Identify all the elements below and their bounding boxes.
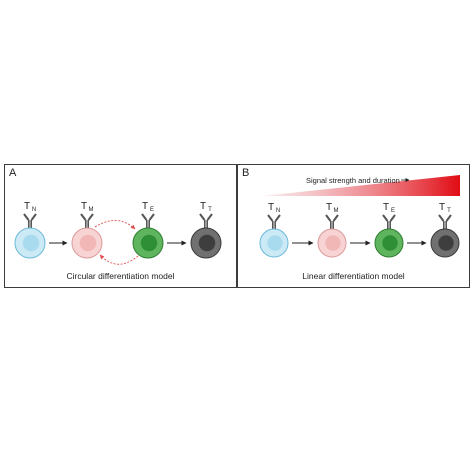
receptor-arm	[389, 214, 396, 222]
panel-b-caption: Linear differentiation model	[302, 271, 405, 281]
receptor-arm	[325, 214, 332, 222]
receptor-arm	[141, 213, 148, 221]
panel-b-cell-1-label-subscript: M	[334, 208, 339, 214]
panel-b-cell-0-label-subscript: N	[276, 208, 280, 214]
panel-a-circular-arrow-bottom	[99, 254, 139, 265]
panel-b-cell-0-label: T	[268, 202, 274, 213]
panel-b-cell-3-nucleus	[438, 235, 454, 251]
panel-a-cell-2-label-subscript: E	[150, 207, 154, 213]
panel-a-cell-0-nucleus	[22, 234, 40, 252]
receptor-arm	[438, 214, 445, 222]
panel-b: B Linear differentiation model	[237, 164, 470, 288]
panel-b-cell-1-label: T	[326, 202, 332, 213]
panel-b-cell-3-label: T	[439, 202, 445, 213]
receptor-arm	[274, 214, 281, 222]
panel-a-letter: A	[9, 167, 17, 179]
panel-a-cell-3-nucleus	[198, 234, 216, 252]
panel-a: A Circular differentiation model	[4, 164, 237, 288]
panel-a-cell-3-label-subscript: T	[208, 207, 212, 213]
receptor-arm	[199, 213, 206, 221]
panel-a-cell-3-label: T	[200, 201, 206, 212]
panel-b-cell-2-label: T	[383, 202, 389, 213]
panel-b-cell-0-nucleus	[267, 235, 283, 251]
panel-b-cell-3-label-subscript: T	[447, 208, 451, 214]
receptor-arm	[87, 213, 94, 221]
receptor-arm	[332, 214, 339, 222]
panel-a-circular-arrow-top	[94, 220, 136, 230]
receptor-arm	[148, 213, 155, 221]
receptor-arm	[382, 214, 389, 222]
panel-a-cell-1-nucleus	[79, 234, 97, 252]
panel-a-cell-2-label: T	[142, 201, 148, 212]
panel-a-cell-0-label-subscript: N	[32, 207, 36, 213]
panel-b-cell-1-nucleus	[325, 235, 341, 251]
panel-b-cell-2-label-subscript: E	[391, 208, 395, 214]
panel-a-cell-1-label: T	[81, 201, 87, 212]
panel-a-caption: Circular differentiation model	[66, 271, 175, 281]
signal-gradient-wedge	[262, 175, 460, 196]
panel-a-cell-0-label: T	[24, 201, 30, 212]
receptor-arm	[206, 213, 213, 221]
receptor-arm	[23, 213, 30, 221]
receptor-arm	[30, 213, 37, 221]
receptor-arm	[80, 213, 87, 221]
panel-b-letter: B	[242, 167, 250, 179]
panel-b-cell-2-nucleus	[382, 235, 398, 251]
receptor-arm	[445, 214, 452, 222]
panel-a-cell-1-label-subscript: M	[89, 207, 94, 213]
panel-a-cell-2-nucleus	[140, 234, 158, 252]
signal-gradient-label: Signal strength and duration	[306, 176, 400, 185]
receptor-arm	[267, 214, 274, 222]
